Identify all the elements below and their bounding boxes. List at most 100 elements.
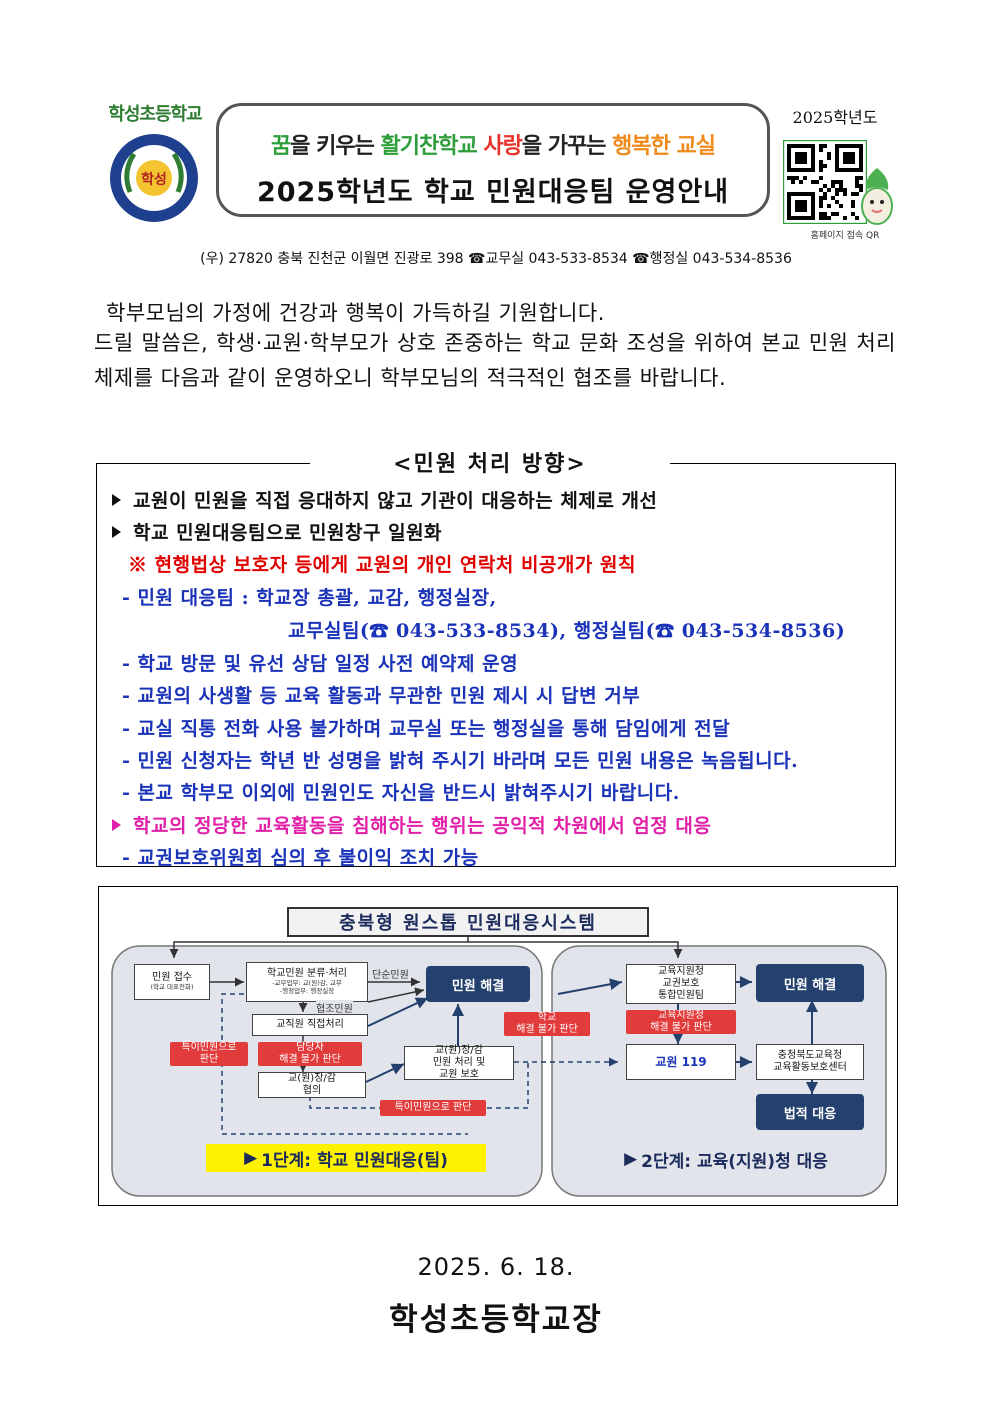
policy-item-text: - 본교 학부모 이외에 민원인도 자신을 반드시 밝혀주시기 바랍니다. bbox=[122, 782, 680, 804]
flow-intake-box: 민원 접수 (학교 대표전화) bbox=[134, 964, 210, 1000]
policy-item: - 교원의 사생활 등 교육 활동과 무관한 민원 제시 시 답변 거부 bbox=[122, 681, 640, 708]
flow-classify-sub2: -행정업무: 행정실장 bbox=[279, 987, 335, 995]
policy-item: - 학교 방문 및 유선 상담 일정 사전 예약제 운영 bbox=[122, 649, 518, 676]
slogan-part: 행복한 교실 bbox=[612, 134, 716, 159]
flow-intake-sub: (학교 대표전화) bbox=[150, 983, 194, 992]
stage1-arrow-icon: ▶ bbox=[244, 1148, 258, 1168]
flow-simple-label: 단순민원 bbox=[372, 966, 409, 981]
flow-principal-protect-3: 교원 보호 bbox=[439, 1069, 479, 1080]
flow-principal-meeting-box: 교(원)장/감 협의 bbox=[258, 1072, 366, 1098]
intro-greeting: 학부모님의 가정에 건강과 행복이 가득하길 기원합니다. bbox=[106, 301, 605, 325]
flow-office-box: 교육지원청 교권보호 통합민원팀 bbox=[626, 964, 736, 1004]
policy-item-text: 교원이 민원을 직접 응대하지 않고 기관이 대응하는 체제로 개선 bbox=[133, 490, 658, 512]
flow-teacher119-box: 교원 119 bbox=[626, 1044, 736, 1080]
policy-item-text: 학교 민원대응팀으로 민원창구 일원화 bbox=[133, 522, 443, 544]
policy-item: 교원이 민원을 직접 응대하지 않고 기관이 대응하는 체제로 개선 bbox=[112, 486, 657, 513]
flow-stage1-text: 1단계: 학교 민원대응(팀) bbox=[261, 1150, 448, 1171]
flowchart-title: 충북형 원스톱 민원대응시스템 bbox=[339, 913, 597, 934]
bullet-triangle-icon bbox=[112, 494, 121, 506]
flow-office-2: 교권보호 bbox=[662, 978, 700, 989]
policy-item-text: 교무실팀(☎ 043-533-8534), 행정실팀(☎ 043-534-853… bbox=[288, 620, 846, 642]
title-box: 꿈을 키우는 활기찬학교 사랑을 가꾸는 행복한 교실 2025학년도 학교 민… bbox=[216, 103, 770, 217]
school-address: (우) 27820 충북 진천군 이월면 진광로 398 ☎교무실 043-53… bbox=[200, 251, 792, 267]
flow-classify-label: 학교민원 분류·처리 bbox=[267, 968, 347, 980]
flow-staff-direct-label: 교직원 직접처리 bbox=[276, 1019, 344, 1030]
policy-item: - 민원 신청자는 학년 반 성명을 밝혀 주시기 바라며 모든 민원 내용은 … bbox=[122, 746, 798, 773]
intro-body: 드릴 말씀은, 학생·교원·학부모가 상호 존중하는 학교 문화 조성을 위하여… bbox=[94, 331, 896, 390]
flow-resolve-1: 민원 해결 bbox=[426, 966, 530, 1002]
flow-resolve-2: 민원 해결 bbox=[756, 964, 864, 1002]
mascot-icon bbox=[861, 168, 893, 225]
flow-classify-sub1: -교무업무: 교(원)감, 교무 bbox=[272, 979, 342, 988]
document-date: 2025. 6. 18. bbox=[417, 1253, 575, 1281]
flow-school-unable-1: 학교 bbox=[537, 1012, 557, 1023]
flow-stage1-label: ▶ 1단계: 학교 민원대응(팀) bbox=[206, 1144, 486, 1172]
bullet-triangle-icon bbox=[112, 819, 121, 831]
flow-center-2: 교육활동보호센터 bbox=[773, 1062, 847, 1073]
slogan-part: 을 키우는 bbox=[290, 134, 381, 159]
flow-special-judge-2: 판단 bbox=[199, 1054, 219, 1065]
policy-item-text: - 교권보호위원회 심의 후 불이익 조치 가능 bbox=[122, 847, 479, 869]
flow-legal-box: 법적 대응 bbox=[756, 1094, 864, 1130]
flow-office-unable-1: 교육지원청 bbox=[658, 1010, 704, 1021]
flow-coop-label: 협조민원 bbox=[316, 1000, 353, 1015]
policy-item: - 교권보호위원회 심의 후 불이익 조치 가능 bbox=[122, 843, 479, 870]
flow-staff-direct-box: 교직원 직접처리 bbox=[252, 1014, 368, 1036]
flow-office-unable-tag: 교육지원청 해결 불가 판단 bbox=[626, 1010, 736, 1034]
flow-school-unable-2: 해결 불가 판단 bbox=[516, 1024, 578, 1035]
flow-principal-protect-2: 민원 처리 및 bbox=[432, 1057, 486, 1068]
flowchart-frame bbox=[98, 886, 898, 1206]
stage2-arrow-icon: ▶ bbox=[624, 1149, 638, 1169]
policy-item: 학교의 정당한 교육활동을 침해하는 행위는 공익적 차원에서 엄정 대응 bbox=[112, 811, 711, 838]
flow-stage2-text: 2단계: 교육(지원)청 대응 bbox=[641, 1151, 828, 1172]
policy-item-text: ※ 현행법상 보호자 등에게 교원의 개인 연락처 비공개가 원칙 bbox=[128, 554, 636, 576]
policy-item-text: - 민원 신청자는 학년 반 성명을 밝혀 주시기 바라며 모든 민원 내용은 … bbox=[122, 750, 799, 772]
flow-intake-label: 민원 접수 bbox=[152, 972, 192, 984]
qr-caption: 홈페이지 접속 QR bbox=[810, 231, 880, 241]
policy-item-text: - 교실 직통 전화 사용 불가하며 교무실 또는 행정실을 통해 담임에게 전… bbox=[122, 718, 731, 740]
flow-principal-meeting-1: 교(원)장/감 bbox=[288, 1073, 336, 1084]
flow-staff-unable-tag: 담당자 해결 불가 판단 bbox=[258, 1042, 362, 1066]
policy-item: 학교 민원대응팀으로 민원창구 일원화 bbox=[112, 518, 442, 545]
flow-teacher119-label: 교원 119 bbox=[655, 1054, 707, 1069]
school-name: 학성초등학교 bbox=[108, 104, 202, 125]
bullet-triangle-icon bbox=[112, 526, 121, 538]
flow-special-judge-bottom-tag: 특이민원으로 판단 bbox=[380, 1100, 486, 1116]
policy-heading: <민원 처리 방향> bbox=[310, 446, 670, 478]
flow-special-judge-1: 특이민원으로 bbox=[181, 1042, 237, 1053]
slogan-part: 을 가꾸는 bbox=[521, 134, 613, 159]
flow-principal-protect-1: 교(원)장/감 bbox=[435, 1045, 483, 1056]
flow-center-box: 충청북도교육청 교육활동보호센터 bbox=[756, 1044, 864, 1080]
document-title: 2025학년도 학교 민원대응팀 운영안내 bbox=[256, 177, 730, 208]
policy-item: - 본교 학부모 이외에 민원인도 자신을 반드시 밝혀주시기 바랍니다. bbox=[122, 778, 680, 805]
year-label: 2025학년도 bbox=[792, 108, 878, 127]
flow-stage2-label: ▶ 2단계: 교육(지원)청 대응 bbox=[596, 1146, 856, 1172]
policy-item-text: - 민원 대응팀 : 학교장 총괄, 교감, 행정실장, bbox=[122, 587, 497, 609]
flow-special-judge-tag: 특이민원으로 판단 bbox=[170, 1042, 248, 1066]
policy-item-text: 학교의 정당한 교육활동을 침해하는 행위는 공익적 차원에서 엄정 대응 bbox=[133, 815, 712, 837]
flow-office-3: 통합민원팀 bbox=[658, 990, 704, 1001]
flow-staff-unable-2: 해결 불가 판단 bbox=[279, 1054, 341, 1065]
flow-center-1: 충청북도교육청 bbox=[777, 1050, 843, 1061]
flow-principal-protect-box: 교(원)장/감 민원 처리 및 교원 보호 bbox=[404, 1045, 514, 1080]
flow-classify-box: 학교민원 분류·처리 -교무업무: 교(원)감, 교무 -행정업무: 행정실장 bbox=[246, 962, 368, 1002]
policy-item-text: - 교원의 사생활 등 교육 활동과 무관한 민원 제시 시 답변 거부 bbox=[122, 685, 641, 707]
policy-item: ※ 현행법상 보호자 등에게 교원의 개인 연락처 비공개가 원칙 bbox=[128, 550, 636, 577]
policy-item: 교무실팀(☎ 043-533-8534), 행정실팀(☎ 043-534-853… bbox=[288, 616, 845, 643]
slogan-part: 사랑 bbox=[483, 134, 522, 159]
principal-signature: 학성초등학교장 bbox=[389, 1302, 603, 1338]
emblem-text: 학성 bbox=[141, 172, 167, 188]
flow-office-1: 교육지원청 bbox=[658, 966, 704, 977]
slogan-part: 활기찬학교 bbox=[380, 134, 484, 159]
flow-office-unable-2: 해결 불가 판단 bbox=[650, 1022, 712, 1033]
flow-staff-unable-1: 담당자 bbox=[296, 1042, 324, 1053]
flow-principal-meeting-2: 협의 bbox=[302, 1085, 322, 1096]
slogan-part: 꿈 bbox=[270, 134, 291, 159]
policy-item: - 민원 대응팀 : 학교장 총괄, 교감, 행정실장, bbox=[122, 583, 497, 610]
qr-code-icon[interactable] bbox=[783, 140, 867, 224]
school-slogan: 꿈을 키우는 활기찬학교 사랑을 가꾸는 행복한 교실 bbox=[219, 128, 767, 160]
policy-item: - 교실 직통 전화 사용 불가하며 교무실 또는 행정실을 통해 담임에게 전… bbox=[122, 714, 730, 741]
flow-school-unable-tag: 학교 해결 불가 판단 bbox=[504, 1012, 590, 1036]
flow-special-judge-bottom: 특이민원으로 판단 bbox=[394, 1102, 472, 1113]
school-emblem-icon: 학성 bbox=[110, 134, 198, 222]
